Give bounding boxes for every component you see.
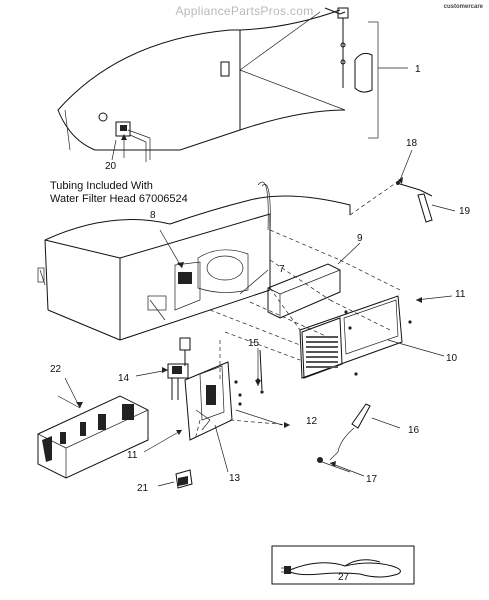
callout-12: 12 <box>306 416 318 427</box>
callout-17: 17 <box>366 474 378 485</box>
part-1-filter-assembly <box>324 7 408 139</box>
callout-9: 9 <box>357 233 363 244</box>
tubing-note: Tubing Included With Water Filter Head 6… <box>50 180 188 206</box>
part-27-power-cord <box>271 545 415 585</box>
parts-16-17-sensor <box>317 403 401 473</box>
callout-16: 16 <box>408 425 420 436</box>
callout-22: 22 <box>50 364 62 375</box>
part-22-control-box <box>37 395 149 479</box>
part-14-valve <box>167 337 191 400</box>
callout-19: 19 <box>459 206 471 217</box>
arrow-heads <box>76 134 422 467</box>
part-15-screws <box>256 349 264 394</box>
callout-10: 10 <box>446 353 458 364</box>
callout-20: 20 <box>105 161 117 172</box>
callout-7: 7 <box>279 264 285 275</box>
parts-18-19-fitting <box>396 149 456 223</box>
callout-21: 21 <box>137 483 149 494</box>
callout-1: 1 <box>415 64 421 75</box>
part-9-panel <box>267 263 341 319</box>
tubing-note-line-1: Tubing Included With <box>50 180 153 192</box>
part-21-clip <box>157 469 193 489</box>
part-10-grille <box>299 295 412 379</box>
callout-27: 27 <box>338 572 350 583</box>
part-13-bracket <box>184 361 291 441</box>
callout-13: 13 <box>229 473 241 484</box>
watermark: AppliancePartsPros.com <box>175 4 314 18</box>
explode-lines <box>209 179 401 380</box>
callout-8: 8 <box>150 210 156 221</box>
callout-18: 18 <box>406 138 418 149</box>
callout-14: 14 <box>118 373 130 384</box>
callout-labels: 1 18 19 20 8 9 7 11 10 15 12 16 22 14 11… <box>50 64 471 583</box>
tubing-note-line-2: Water Filter Head 67006524 <box>50 193 188 205</box>
callout-15: 15 <box>248 338 260 349</box>
main-cabinet <box>37 181 351 341</box>
callout-11-bottom: 11 <box>127 450 138 461</box>
cabinet-top-view <box>57 9 346 162</box>
callout-11-top: 11 <box>455 289 466 300</box>
brand-mark: customercare <box>443 4 483 10</box>
leader-lines <box>64 135 453 477</box>
